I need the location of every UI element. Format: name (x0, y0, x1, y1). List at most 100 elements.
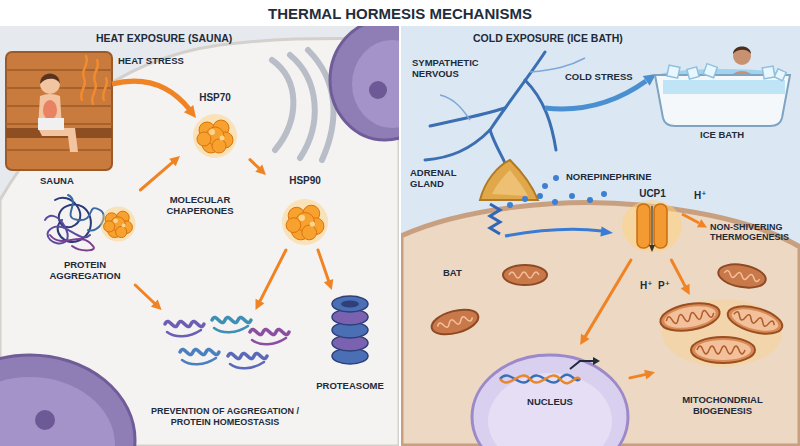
heat-panel-art (369, 81, 387, 99)
node-label: HSP90 (289, 175, 321, 187)
hsp90-chaperone-art (286, 218, 301, 233)
cold-panel-art (716, 261, 767, 291)
cold-panel-art (733, 47, 751, 65)
annotation-label: NON-SHIVERING THERMOGENESIS (710, 222, 796, 243)
cold-panel-art (600, 226, 613, 236)
mitochondria: MITOCHONDRIAL BIOGENESIS (655, 295, 790, 420)
cold-panel-art (505, 229, 602, 236)
cold-panel-art (490, 52, 545, 130)
cold-panel-art (663, 80, 785, 94)
heat-panel-art (38, 118, 64, 130)
node-label: PROTEIN AGGREGATION (40, 260, 130, 282)
diagram-title: THERMAL HORMESIS MECHANISMS (0, 5, 800, 22)
protein-aggregate-art (68, 195, 104, 231)
cold-panel-art (545, 81, 646, 109)
cold-panel-art (530, 58, 585, 72)
protein-aggregate-art (122, 224, 126, 228)
mitochondria-art (658, 299, 722, 335)
protein-aggregate-art (116, 226, 127, 237)
mitochondria-art (733, 311, 775, 329)
folded-proteins: PREVENTION OF AGGREGATION / PROTEIN HOME… (146, 310, 304, 430)
protein-aggregate: PROTEIN AGGREGATION (20, 190, 150, 285)
proteasome: PROTEASOME (310, 290, 390, 395)
cold-panel-art (440, 95, 470, 120)
hsp70-chaperone-art (193, 114, 237, 158)
heat-panel-art (308, 50, 334, 160)
mitochondria-art (729, 305, 780, 335)
annotation-label: H⁺ (694, 190, 707, 202)
protein-aggregate-art (104, 221, 115, 232)
connector-line (140, 161, 174, 190)
heat-panel-art (40, 74, 60, 94)
arrowhead (580, 334, 589, 345)
hsp90-chaperone-art (299, 215, 305, 221)
heat-panel-art (0, 26, 399, 446)
annotation-label: BAT (443, 268, 462, 279)
cold-panel-art (569, 193, 575, 199)
proteasome-art (332, 296, 368, 312)
folded-proteins-art (182, 358, 216, 364)
folded-proteins-art (250, 329, 289, 334)
node-label: PROTEASOME (316, 381, 384, 392)
mitochondria-art (691, 337, 755, 363)
heat-panel-art (0, 355, 135, 446)
annotation-label: MOLECULAR CHAPERONES (162, 195, 238, 217)
arrowhead (255, 164, 266, 175)
folded-proteins-art (230, 362, 264, 368)
hsp70-chaperone-art (212, 139, 226, 153)
nucleus: NUCLEUS (470, 345, 630, 446)
heat-panel: HEAT EXPOSURE (SAUNA)HSP70PROTEIN AGGREG… (0, 26, 399, 446)
cold-panel-art (687, 67, 699, 79)
hsp70-chaperone: HSP70 (180, 92, 250, 160)
heat-panel-art (184, 105, 196, 118)
cold-panel-art (703, 64, 717, 78)
protein-aggregate-art (45, 195, 104, 250)
protein-aggregate-art (113, 218, 118, 223)
hsp70-chaperone-art (209, 129, 215, 135)
folded-proteins-art (252, 338, 286, 344)
heat-panel-art (6, 149, 112, 151)
cold-panel-art (542, 183, 548, 189)
hsp90-chaperone: HSP90 (265, 175, 345, 250)
heat-panel-art (6, 52, 112, 170)
cold-panel-art (492, 170, 528, 196)
annotation-label: HEAT STRESS (118, 56, 184, 67)
heat-panel-art (81, 56, 107, 104)
annotation-label: P⁺ (658, 280, 670, 292)
heat-panel-art (112, 81, 190, 110)
panel-heading: COLD EXPOSURE (ICE BATH) (473, 32, 623, 44)
heat-panel-art (40, 74, 60, 85)
nucleus-art (472, 355, 628, 446)
heat-panel-art (103, 78, 107, 100)
node-label: HSP70 (199, 92, 231, 104)
cold-panel-art (716, 261, 767, 291)
cold-panel-art (522, 196, 528, 202)
node-label: PREVENTION OF AGGREGATION / PROTEIN HOME… (146, 406, 304, 427)
heat-panel-art (352, 40, 399, 128)
mitochondria-art (725, 301, 785, 339)
heat-panel-art (43, 100, 57, 120)
nucleus-art (570, 361, 594, 369)
cold-panel-art (490, 130, 505, 163)
nucleus-art (470, 345, 630, 446)
cold-panel-art (697, 219, 707, 227)
cold-panel-art (429, 305, 481, 339)
hsp90-chaperone-art (310, 221, 315, 226)
node-label: NUCLEUS (527, 397, 573, 408)
mitochondria-art (725, 301, 785, 339)
cold-panel-art (655, 75, 790, 126)
heat-panel-art (272, 60, 293, 150)
cold-panel-art (480, 160, 538, 200)
ucp1-channel: UCP1 (615, 188, 690, 260)
nucleus-art (488, 373, 612, 446)
mitochondria-art (695, 340, 751, 360)
connector-line (259, 250, 286, 303)
connector-line (318, 250, 329, 282)
connector-arrow (671, 260, 689, 295)
ucp1-channel-art (651, 206, 652, 246)
nucleus-art (500, 375, 580, 383)
annotation-label: COLD STRESS (565, 72, 633, 83)
proteasome-art (341, 301, 359, 308)
connector-line (135, 285, 156, 305)
cold-panel-art (537, 193, 543, 199)
